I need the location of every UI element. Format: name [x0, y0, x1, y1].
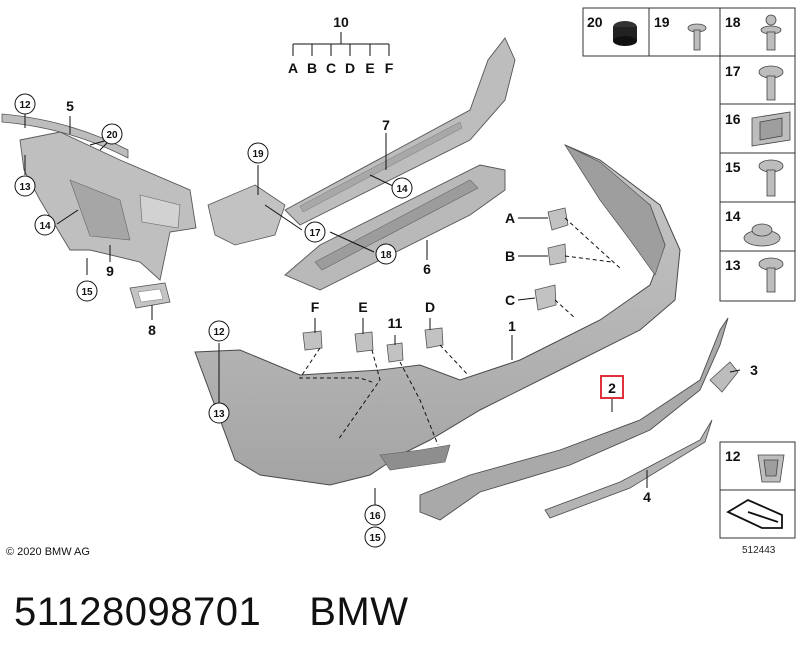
panel-item-20: 20: [587, 14, 603, 30]
label-part-9: 9: [106, 263, 114, 279]
part-2-diffuser: [419, 317, 729, 521]
highlight-box-part-2: [600, 375, 624, 399]
clip-nut-icon: [751, 111, 791, 147]
fastener-panel: 20 19 18 17 16 15 14 13 12: [582, 7, 796, 539]
group-10-label: 10: [333, 14, 349, 30]
drawing-number: 512443: [742, 545, 776, 556]
flange-screw-icon: [758, 65, 784, 101]
label-part-6: 6: [423, 261, 431, 277]
bracket-symbol-icon: [726, 498, 783, 529]
clip-letter-labels: A B C D E F: [311, 210, 515, 315]
group-10-bracket: 10 A B C D E F: [288, 14, 394, 76]
group-letter-f: F: [385, 60, 394, 76]
callout-13-top-left: 13: [19, 182, 31, 193]
label-part-8: 8: [148, 322, 156, 338]
callout-15-bottom: 15: [369, 533, 381, 544]
group-letter-a: A: [288, 60, 298, 76]
callout-17: 17: [309, 228, 321, 239]
left-bracket-assembly: [1, 113, 197, 309]
grommet-icon: [613, 21, 637, 46]
panel-item-16: 16: [725, 111, 741, 127]
nut-icon: [743, 223, 781, 247]
group-letter-e: E: [365, 60, 374, 76]
label-part-7: 7: [382, 117, 390, 133]
part-1-bumper-cover: [194, 144, 681, 486]
callout-20: 20: [106, 130, 118, 141]
copyright-text: © 2020 BMW AG: [6, 546, 90, 558]
screw-icon: [687, 23, 707, 51]
callout-14-left: 14: [39, 221, 51, 232]
clips-a-f: [302, 207, 569, 363]
part-number-labels: 1 2 3 4 5 6 7 8 9 11: [66, 98, 758, 505]
clip-label-e: E: [358, 299, 367, 315]
circled-callouts: [14, 93, 413, 548]
label-part-11: 11: [388, 315, 403, 331]
clip-label-a: A: [505, 210, 515, 226]
part-6-carrier: [284, 164, 506, 291]
part-number: 51128098701: [14, 590, 262, 634]
group-letter-d: D: [345, 60, 355, 76]
label-part-4: 4: [643, 489, 651, 505]
part-7-upper-rail: [284, 37, 516, 226]
callout-12-top-left: 12: [19, 100, 31, 111]
panel-item-15: 15: [725, 159, 741, 175]
label-part-1: 1: [508, 318, 516, 334]
callout-16: 16: [369, 511, 381, 522]
label-part-3: 3: [750, 362, 758, 378]
part-19-bracket: [207, 184, 286, 246]
part-4-trim-strip: [544, 419, 713, 519]
panel-item-19: 19: [654, 14, 670, 30]
group-letter-c: C: [326, 60, 336, 76]
collar-screw-icon: [758, 257, 784, 293]
callout-14-rail: 14: [396, 184, 408, 195]
callout-18: 18: [380, 250, 392, 261]
callout-13-bumper: 13: [213, 409, 225, 420]
dashed-guides: [299, 217, 621, 446]
callout-19: 19: [252, 149, 264, 160]
label-part-5: 5: [66, 98, 74, 114]
circled-callout-numbers: 12 13 20 14 15 19 17 14 18 12 13 16 15: [19, 100, 408, 544]
callout-15-left: 15: [81, 287, 93, 298]
panel-item-17: 17: [725, 63, 741, 79]
clip-label-f: F: [311, 299, 320, 315]
panel-item-12: 12: [725, 448, 741, 464]
bolt-icon: [758, 159, 784, 197]
push-rivet-icon: [760, 14, 782, 51]
clip-label-b: B: [505, 248, 515, 264]
clip-label-c: C: [505, 292, 515, 308]
part-3-reflector: [709, 361, 739, 393]
panel-item-18: 18: [725, 14, 741, 30]
part-caption: 51128098701 BMW: [14, 590, 457, 635]
group-letter-b: B: [307, 60, 317, 76]
panel-item-13: 13: [725, 257, 741, 273]
panel-item-14: 14: [725, 208, 741, 224]
label-part-2: 2: [608, 380, 616, 396]
spring-clip-icon: [757, 454, 785, 483]
clip-label-d: D: [425, 299, 435, 315]
callout-12-bumper: 12: [213, 327, 225, 338]
brand-name: BMW: [309, 590, 409, 634]
